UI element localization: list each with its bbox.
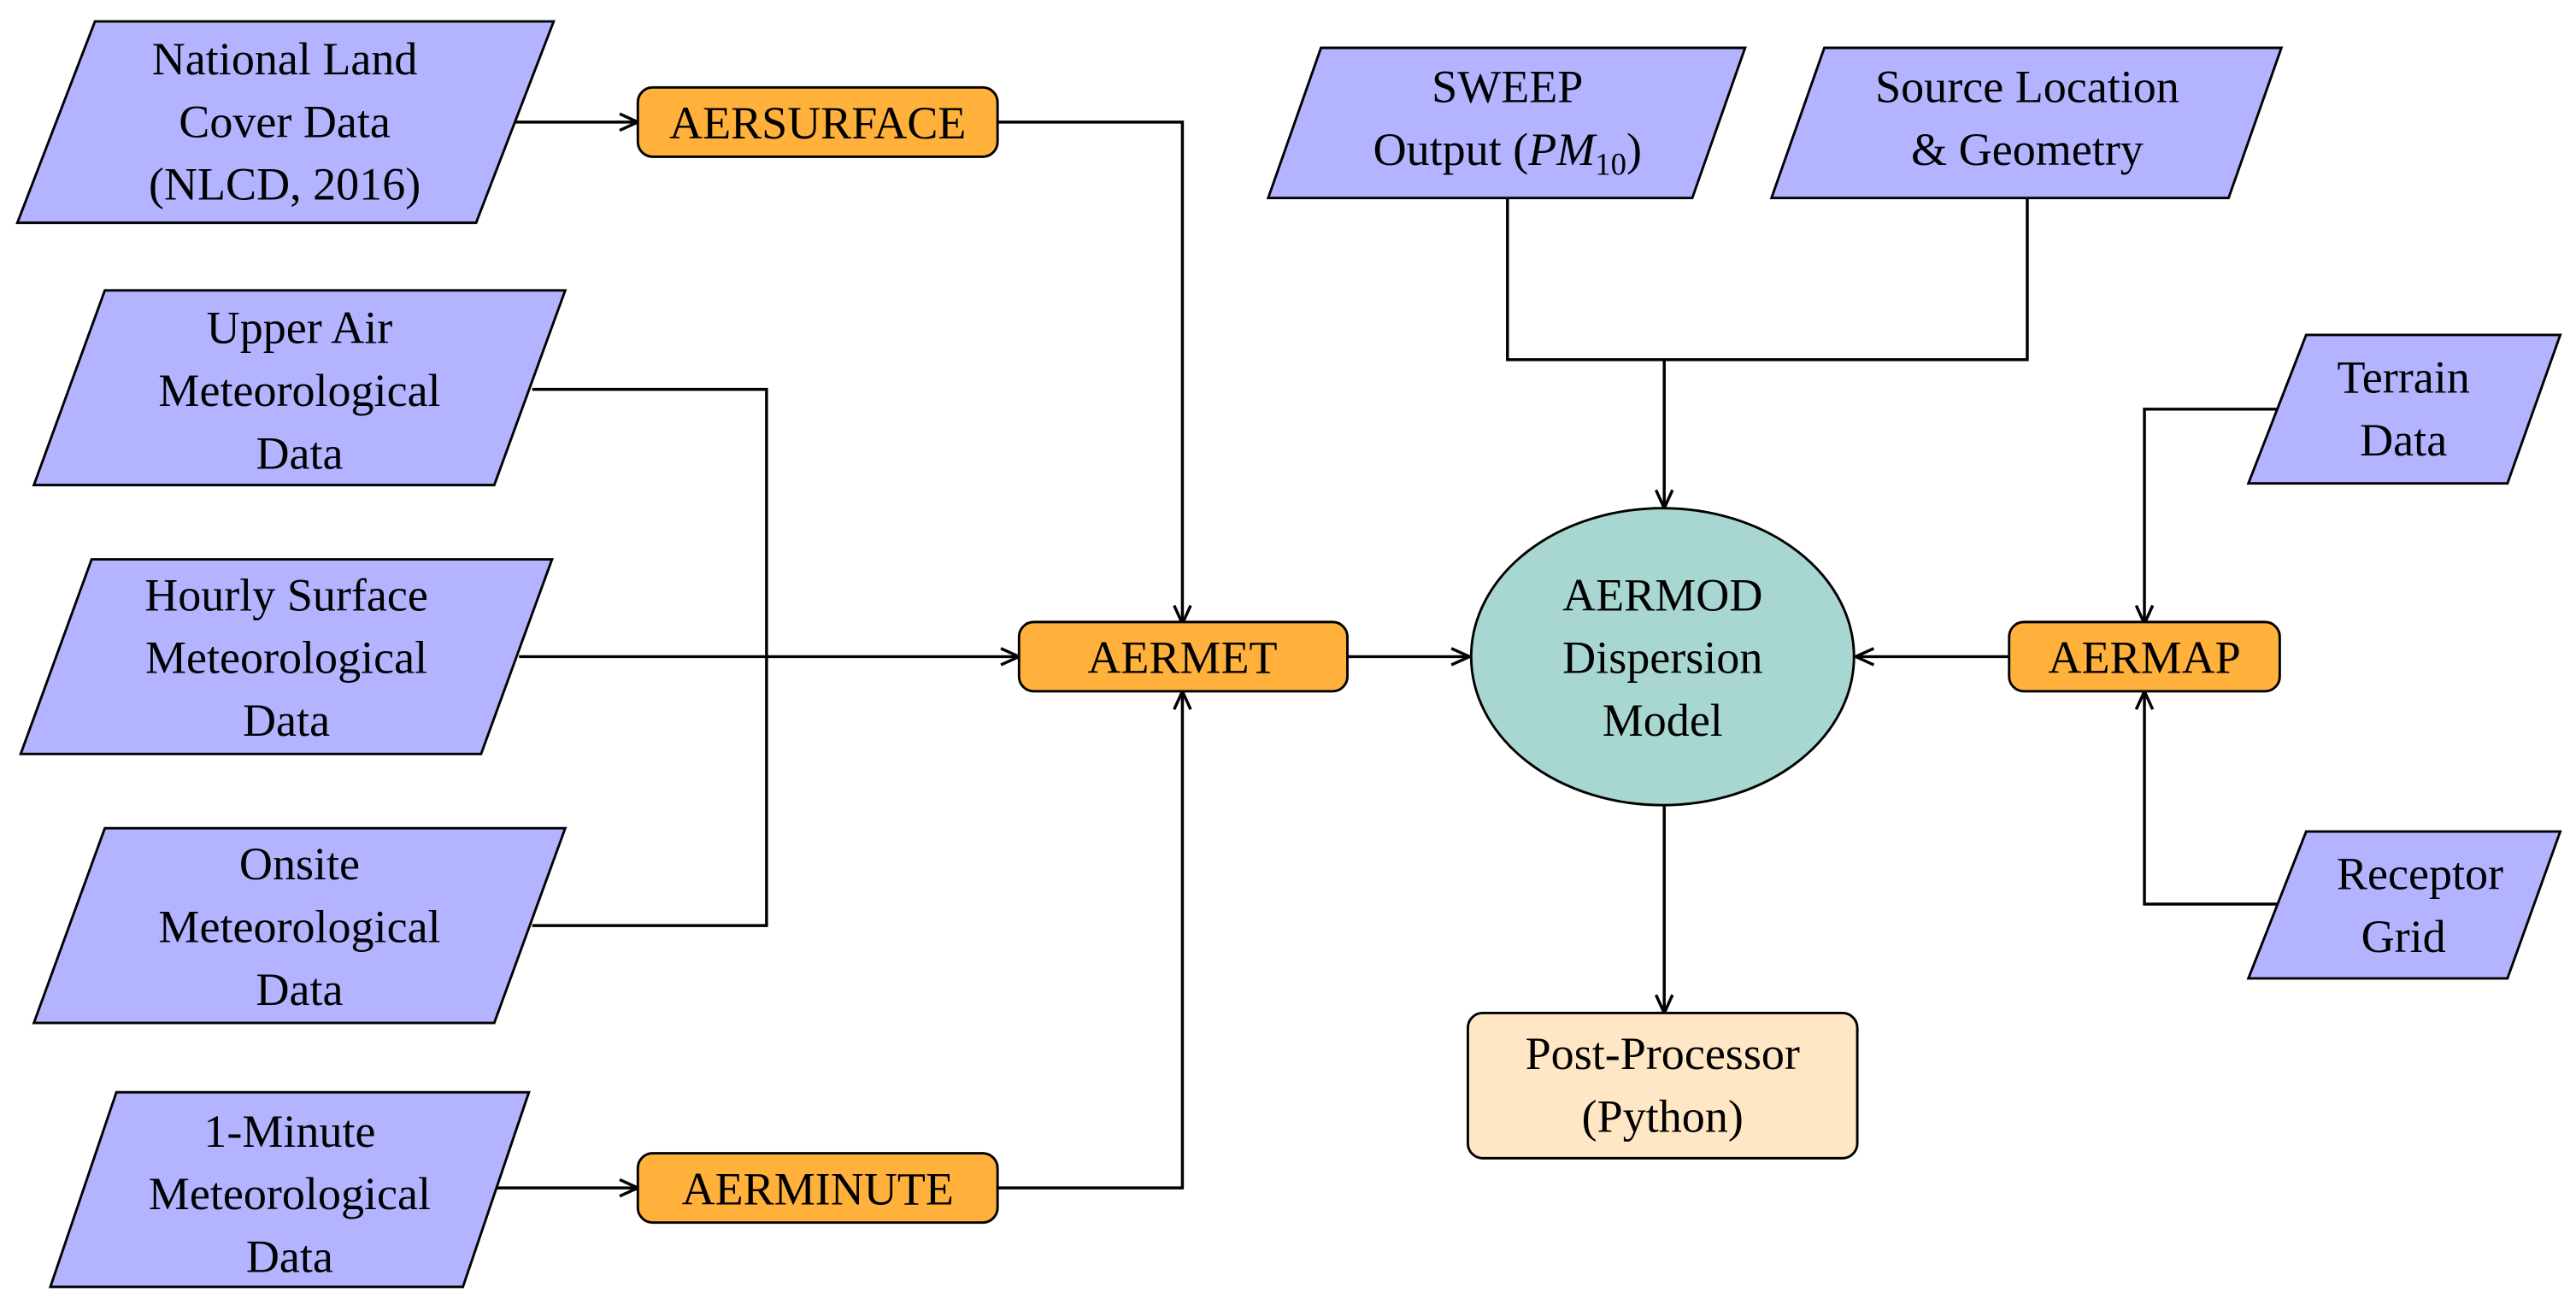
input-nlcd-line-3: (NLCD, 2016) — [149, 159, 421, 210]
input-receptor-grid: Receptor Grid — [2246, 830, 2562, 980]
input-hourly-surface-line-1: Hourly Surface — [144, 569, 428, 620]
post-processor-line-2: (Python) — [1582, 1090, 1744, 1142]
input-hourly-surface-line-3: Data — [243, 695, 330, 746]
input-receptor-grid-line-1: Receptor — [2337, 849, 2503, 900]
input-sweep-line-2: Output (PM10) — [1373, 124, 1642, 182]
post-processor-line-1: Post-Processor — [1526, 1028, 1800, 1079]
edge-onsite-to-bus — [532, 656, 768, 927]
processor-aermet: AERMET — [1017, 620, 1349, 693]
input-receptor-grid-line-2: Grid — [2361, 911, 2446, 962]
input-one-minute-line-1: 1-Minute — [203, 1106, 375, 1157]
input-upper-air-line-1: Upper Air — [207, 303, 393, 354]
input-source-location-line-2: & Geometry — [1911, 124, 2144, 175]
input-upper-air-line-2: Meteorological — [158, 365, 440, 416]
aermod-model-line-2: Dispersion — [1562, 632, 1762, 684]
input-sweep-line-1: SWEEP — [1432, 62, 1583, 113]
edge-terrain-to-aermap — [2144, 408, 2279, 624]
input-onsite: Onsite Meteorological Data — [32, 826, 568, 1025]
input-source-location: Source Location & Geometry — [1769, 46, 2284, 200]
processor-aermap: AERMAP — [2008, 620, 2281, 693]
edge-sweep-source-to-aermod — [1506, 197, 2029, 361]
input-source-location-line-1: Source Location — [1875, 62, 2179, 113]
input-terrain: Terrain Data — [2246, 333, 2562, 485]
aermod-model-line-1: AERMOD — [1562, 569, 1762, 620]
input-onsite-line-2: Meteorological — [158, 901, 440, 952]
processor-aersurface: AERSURFACE — [636, 85, 999, 158]
input-hourly-surface: Hourly Surface Meteorological Data — [19, 558, 554, 755]
input-one-minute-line-3: Data — [246, 1231, 333, 1283]
processor-aerminute-label: AERMINUTE — [682, 1163, 954, 1214]
edge-upper-air-to-bus — [532, 387, 768, 657]
input-hourly-surface-line-2: Meteorological — [145, 632, 427, 684]
input-nlcd: National Land Cover Data (NLCD, 2016) — [15, 20, 556, 225]
input-one-minute-line-2: Meteorological — [149, 1168, 431, 1219]
input-nlcd-line-2: Cover Data — [179, 96, 391, 147]
processor-aermap-label: AERMAP — [2048, 632, 2240, 684]
edge-aerminute-to-aermet — [997, 691, 1182, 1190]
processor-aerminute: AERMINUTE — [636, 1152, 999, 1225]
post-processor: Post-Processor (Python) — [1467, 1012, 1859, 1160]
input-upper-air: Upper Air Meteorological Data — [32, 289, 568, 487]
input-one-minute: 1-Minute Meteorological Data — [48, 1090, 531, 1289]
aermod-model-line-3: Model — [1603, 695, 1723, 746]
connectors — [491, 120, 2279, 1190]
processor-aersurface-label: AERSURFACE — [669, 97, 966, 149]
edge-receptor-to-aermap — [2144, 691, 2279, 906]
edge-aersurface-to-aermet — [997, 120, 1182, 624]
input-terrain-line-2: Data — [2360, 414, 2447, 466]
input-sweep: SWEEP Output (PM10) — [1266, 46, 1747, 200]
input-onsite-line-3: Data — [256, 964, 343, 1015]
aermod-model: AERMOD Dispersion Model — [1469, 507, 1856, 807]
input-upper-air-line-3: Data — [256, 427, 343, 479]
input-nlcd-line-1: National Land — [152, 33, 418, 85]
input-onsite-line-1: Onsite — [239, 838, 360, 890]
processor-aermet-label: AERMET — [1087, 632, 1277, 684]
input-terrain-line-1: Terrain — [2338, 352, 2470, 403]
